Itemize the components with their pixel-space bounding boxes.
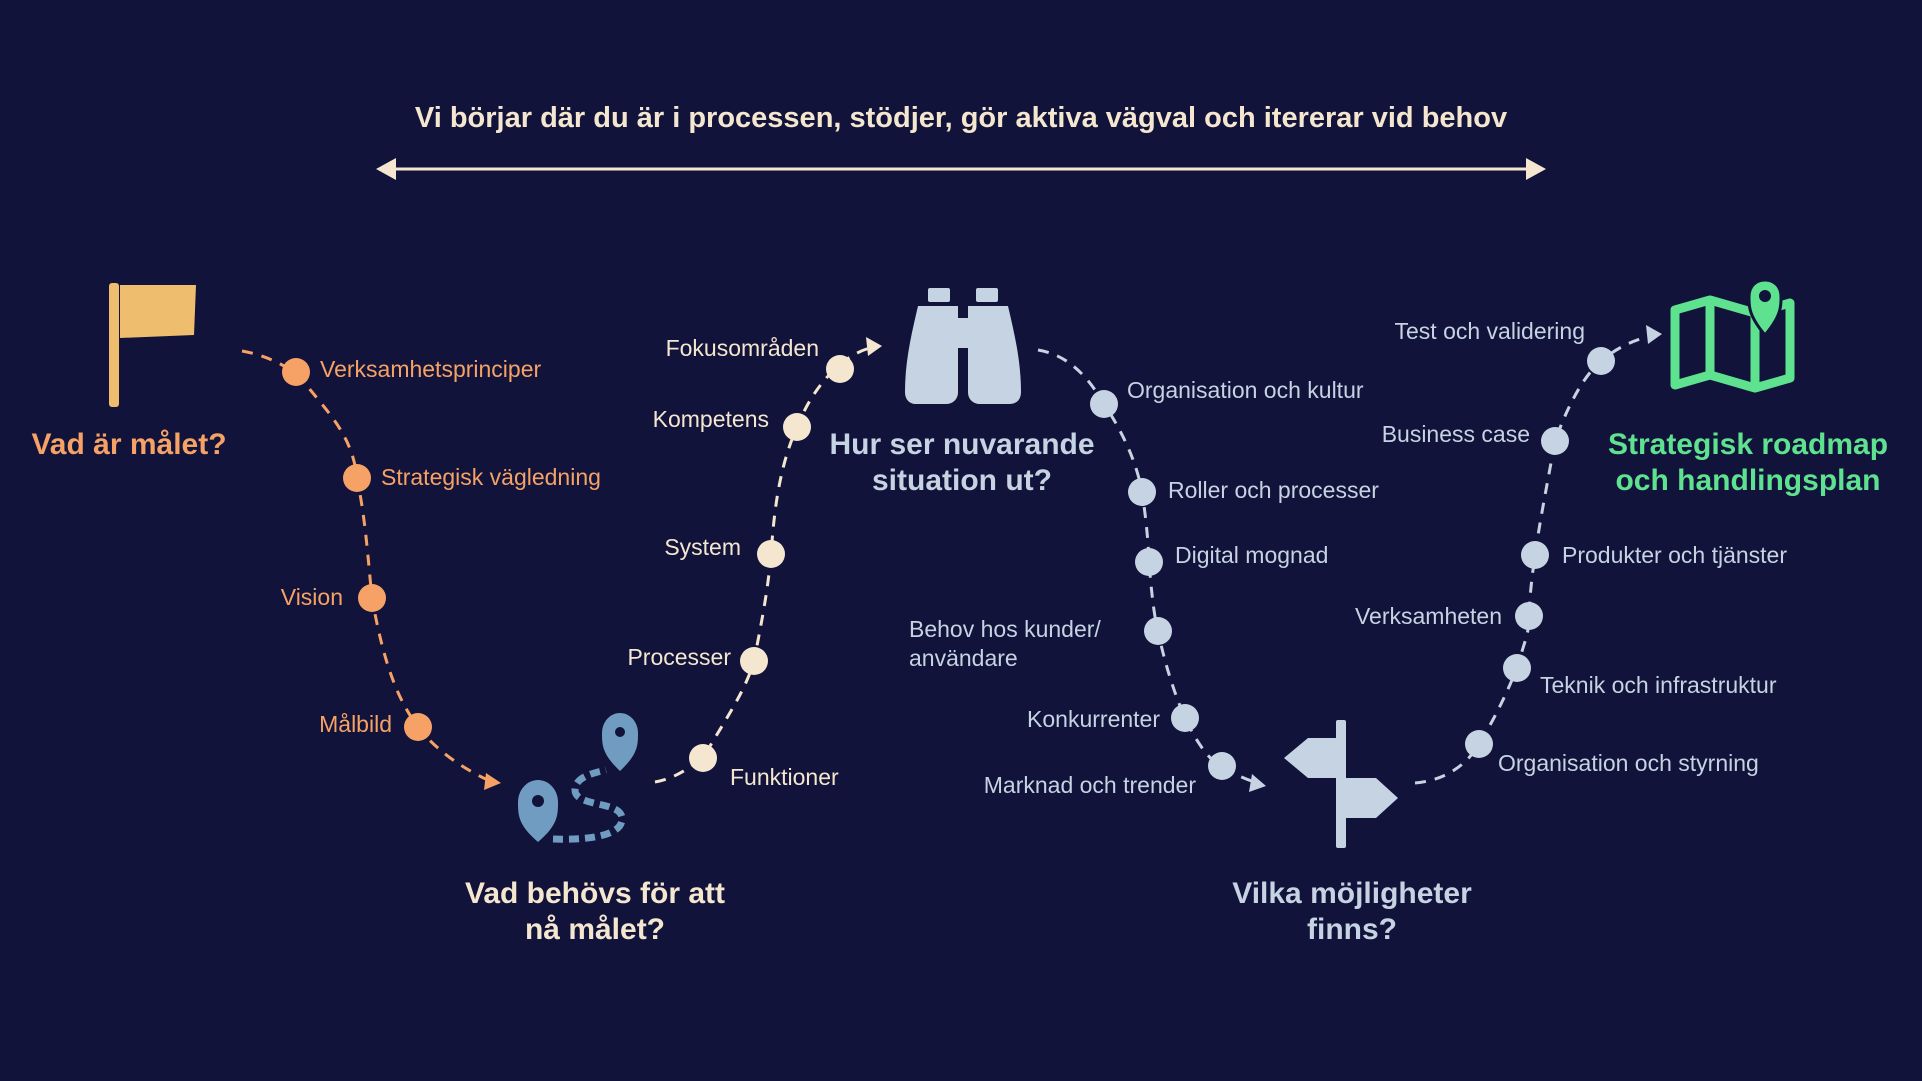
path-dot (1208, 752, 1236, 780)
item-label: Fokusområden (665, 335, 819, 361)
item-label: Produkter och tjänster (1562, 542, 1788, 568)
item-label: Strategisk vägledning (381, 464, 601, 490)
step-title-needs: Vad behövs för att nå målet? (464, 877, 726, 946)
item-label: Business case (1381, 421, 1530, 447)
path-dot (757, 540, 785, 568)
path-dot (404, 713, 432, 741)
path-dot (1144, 617, 1172, 645)
item-label: Kompetens (652, 406, 769, 432)
path-dot (1128, 478, 1156, 506)
map-pin-icon (1670, 295, 1795, 393)
path-dot (1587, 347, 1615, 375)
path-dot (1503, 654, 1531, 682)
path-dot (1541, 427, 1569, 455)
map-pin-marker (1747, 278, 1783, 338)
headline: Vi börjar där du är i processen, stödjer… (414, 102, 1508, 134)
item-label: Verksamhetsprinciper (320, 356, 542, 382)
item-label: Funktioner (730, 764, 839, 790)
path-dot (358, 584, 386, 612)
route-pins-icon (518, 713, 638, 843)
path-dot (1171, 704, 1199, 732)
item-label: Marknad och trender (983, 772, 1196, 798)
flag-icon (109, 283, 196, 407)
item-label: användare (909, 645, 1018, 671)
path-dot (1465, 730, 1493, 758)
item-label: Konkurrenter (1027, 706, 1160, 732)
path-dot (1090, 390, 1118, 418)
path-dot (826, 355, 854, 383)
path-dot (783, 413, 811, 441)
path-dot (689, 744, 717, 772)
path-arrow-3 (1249, 774, 1266, 792)
path-dot (1135, 548, 1163, 576)
item-label: Målbild (319, 711, 392, 737)
path-dot (1515, 602, 1543, 630)
item-label: Organisation och kultur (1127, 377, 1364, 403)
signpost-icon (1284, 720, 1398, 848)
path-arrow-1 (484, 773, 501, 790)
item-label: System (664, 534, 741, 560)
step-title-current-situation: Hur ser nuvarande situation ut? (829, 428, 1095, 497)
item-label: Organisation och styrning (1498, 750, 1759, 776)
item-label: Vision (280, 584, 343, 610)
path-arrow-2 (866, 337, 882, 356)
step-title-roadmap: Strategisk roadmap och handlingsplan (1607, 428, 1889, 497)
item-label: Verksamheten (1354, 603, 1502, 629)
binoculars-icon (905, 288, 1021, 404)
path-arrow-4 (1646, 325, 1662, 344)
item-label: Test och validering (1394, 318, 1586, 344)
path-dot (740, 647, 768, 675)
item-label: Roller och processer (1168, 477, 1379, 503)
item-label: Digital mognad (1175, 542, 1329, 568)
item-label: Teknik och infrastruktur (1540, 672, 1777, 698)
path-dot (343, 464, 371, 492)
item-label: Processer (627, 644, 731, 670)
path-dot (282, 358, 310, 386)
path-dot (1521, 541, 1549, 569)
item-label: Behov hos kunder/ (909, 616, 1101, 642)
step-title-goal: Vad är målet? (31, 428, 227, 461)
double-arrow (376, 158, 1546, 180)
step-title-opportunities: Vilka möjligheter finns? (1232, 877, 1472, 946)
